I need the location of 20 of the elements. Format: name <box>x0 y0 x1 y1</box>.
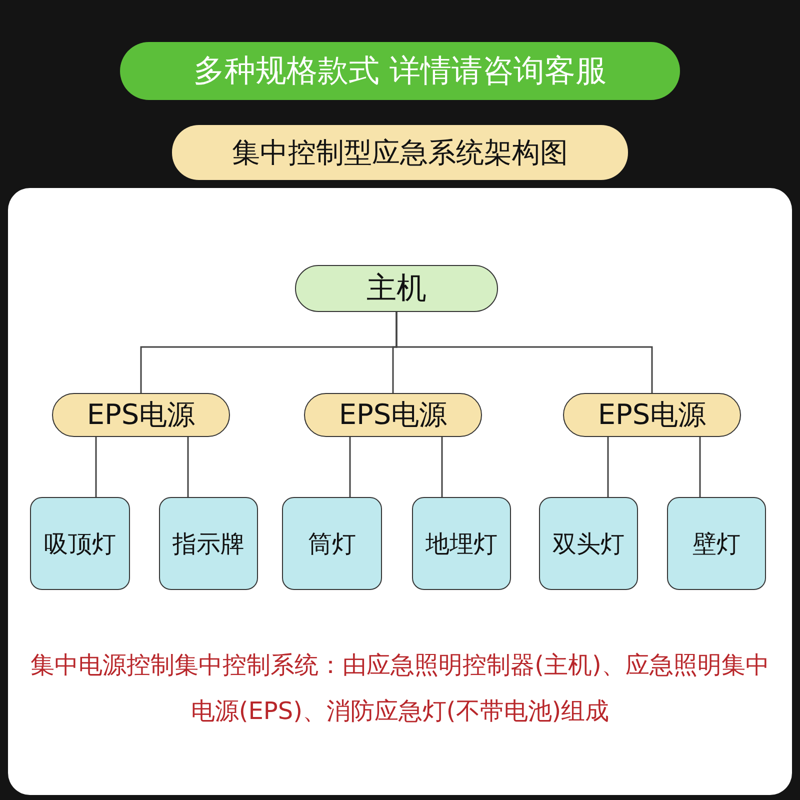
lamp-box: 双头灯 <box>539 497 638 590</box>
power-supply-box: EPS电源 <box>52 393 230 437</box>
lamp-box: 地埋灯 <box>412 497 511 590</box>
title-banner: 集中控制型应急系统架构图 <box>172 125 628 180</box>
connector-line <box>607 437 609 497</box>
connector-line <box>396 312 653 393</box>
host-box: 主机 <box>295 265 498 312</box>
connector-line <box>187 437 189 497</box>
lamp-box: 筒灯 <box>282 497 382 590</box>
power-supply-box: EPS电源 <box>304 393 482 437</box>
lamp-box: 壁灯 <box>667 497 766 590</box>
connector-line <box>441 437 443 497</box>
lamp-box: 吸顶灯 <box>30 497 130 590</box>
connector-line <box>349 437 351 497</box>
connector-line <box>699 437 701 497</box>
lamp-box: 指示牌 <box>159 497 258 590</box>
connector-line <box>95 437 97 497</box>
power-supply-box: EPS电源 <box>563 393 741 437</box>
banner-label: 多种规格款式 详情请咨询客服 <box>120 42 680 100</box>
caption-text: 集中电源控制集中控制系统：由应急照明控制器(主机)、应急照明集中电源(EPS)、消防应急灯(不带电池)组成 <box>30 650 770 726</box>
